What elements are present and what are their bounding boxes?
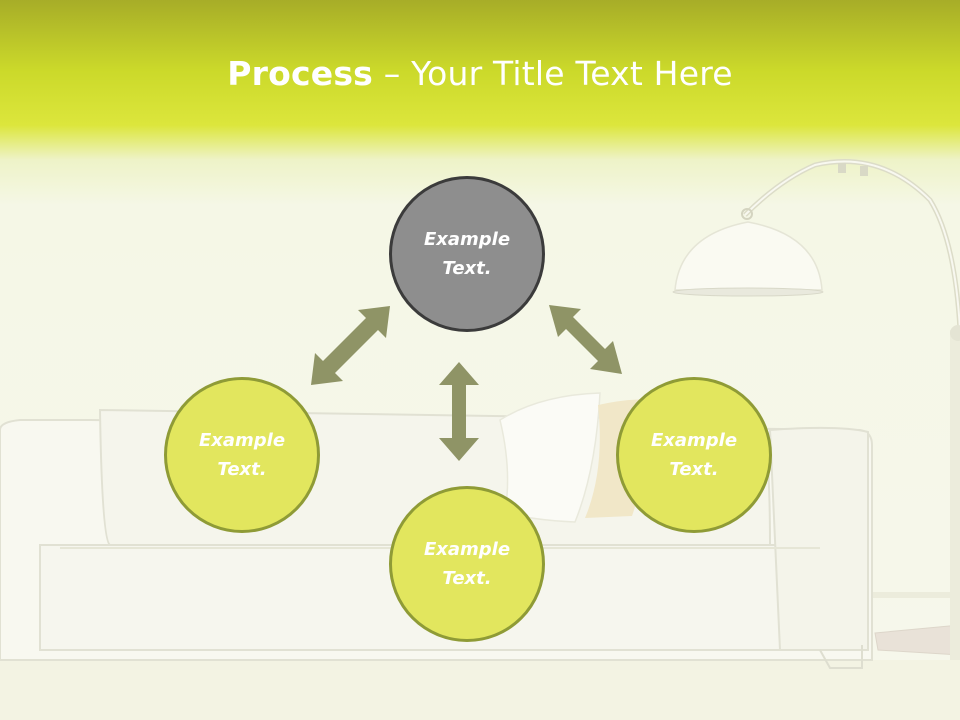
arrow-top-left-icon — [311, 306, 390, 385]
node-right: Example Text. — [616, 377, 772, 533]
node-right-text-line2: Text. — [669, 459, 719, 480]
slide-title: Process – Your Title Text Here — [0, 54, 960, 93]
title-rest: – Your Title Text Here — [373, 54, 733, 93]
arrow-vertical-icon — [439, 362, 479, 461]
node-bottom: Example Text. — [389, 486, 545, 642]
arrow-top-right-icon — [549, 305, 622, 374]
node-left-text-line1: Example — [198, 430, 286, 451]
title-strong: Process — [227, 54, 374, 93]
node-left: Example Text. — [164, 377, 320, 533]
node-top-text-line1: Example — [423, 229, 511, 250]
node-bottom-text-line1: Example — [423, 539, 511, 560]
node-right-text-line1: Example — [650, 430, 738, 451]
node-top: Example Text. — [389, 176, 545, 332]
node-bottom-text-line2: Text. — [442, 568, 492, 589]
node-top-text-line2: Text. — [442, 258, 492, 279]
node-left-text-line2: Text. — [217, 459, 267, 480]
